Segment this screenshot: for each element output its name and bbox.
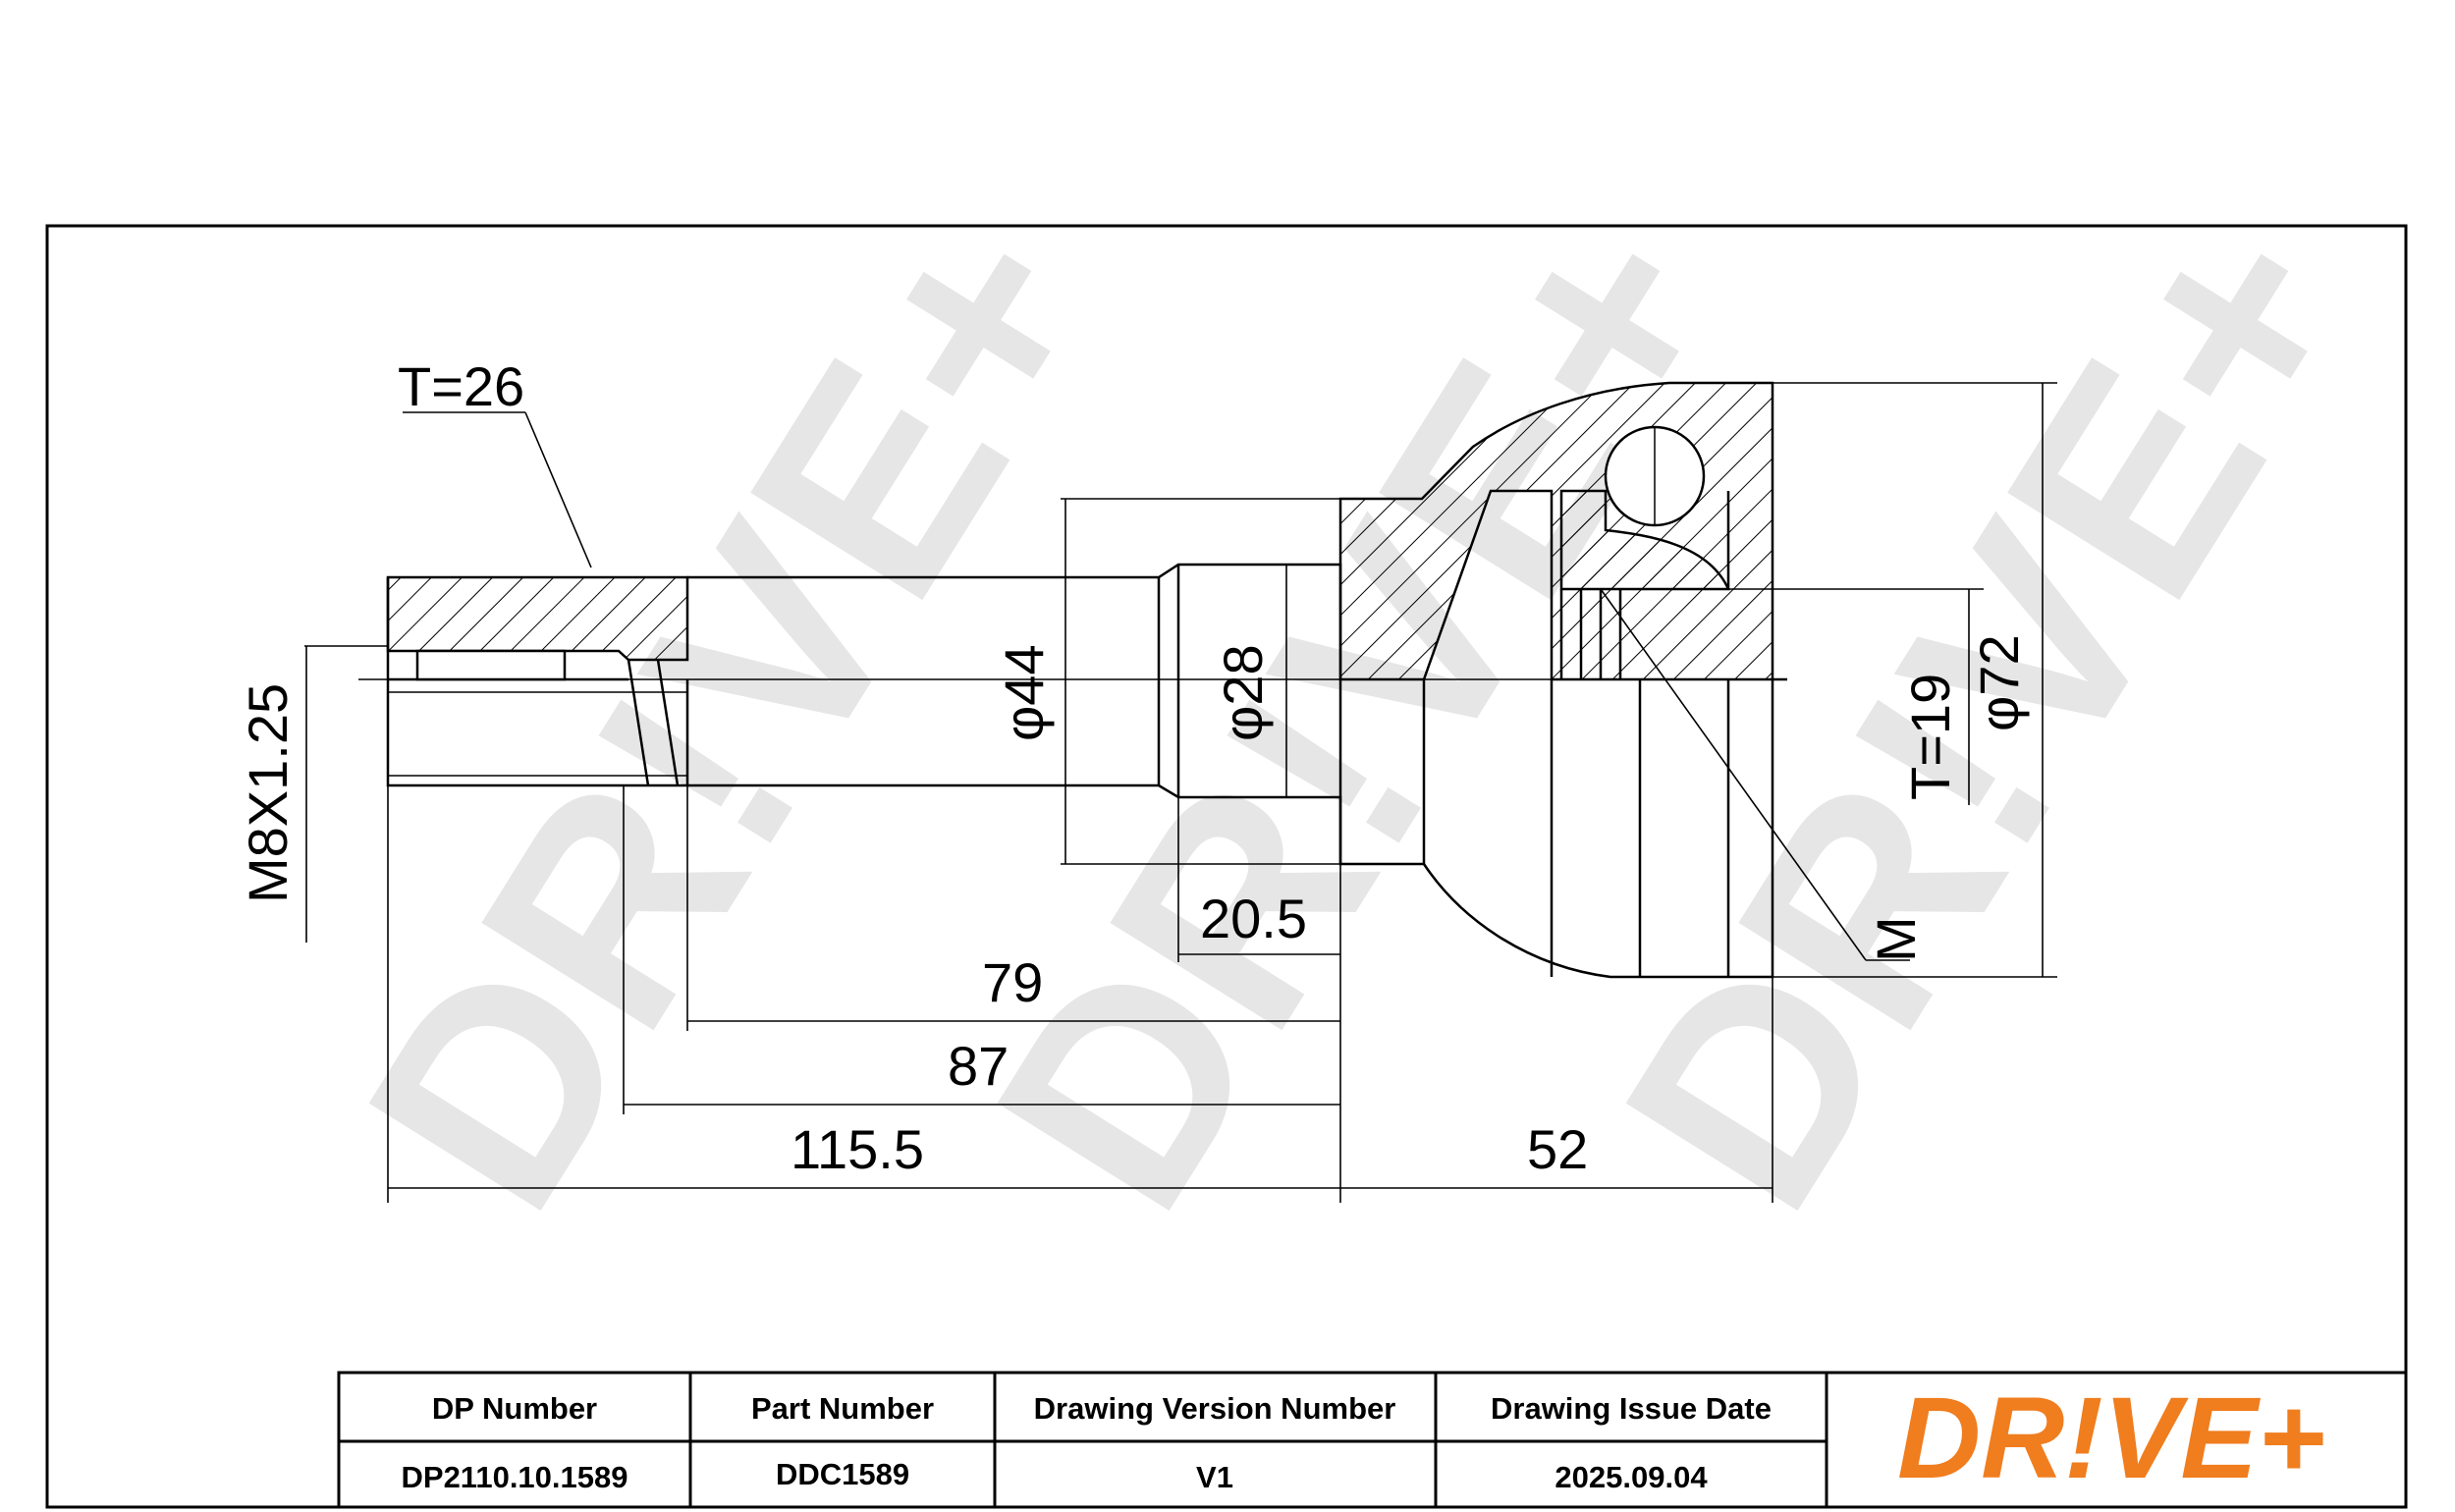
header-part-number: Part Number (751, 1391, 934, 1426)
cv-joint-part (358, 381, 1787, 979)
dim-52: 52 (1527, 1118, 1588, 1180)
dim-diameter-28: φ28 (1212, 644, 1274, 741)
watermark-group: DR!VE+ DR!VE+ DR!VE+ (303, 163, 2417, 1261)
dim-79: 79 (982, 951, 1043, 1013)
value-dp-number: DP2110.10.1589 (402, 1460, 628, 1494)
thread-section (386, 575, 689, 662)
dim-87: 87 (948, 1035, 1009, 1097)
value-drawing-version: V1 (1196, 1460, 1233, 1494)
dim-20-5: 20.5 (1200, 888, 1307, 949)
value-issue-date: 2025.09.04 (1555, 1460, 1708, 1494)
dim-diameter-72: φ72 (1968, 634, 2030, 731)
title-block (337, 1371, 2408, 1509)
header-dp-number: DP Number (432, 1391, 597, 1426)
header-issue-date: Drawing Issue Date (1491, 1391, 1772, 1426)
dim-teeth: T=19 (1899, 674, 1961, 800)
drive-logo: DR!VE+ (1897, 1374, 2325, 1503)
dim-label-m: M (1865, 916, 1927, 962)
value-part-number: DDC1589 (776, 1457, 909, 1491)
header-drawing-version: Drawing Version Number (1034, 1391, 1396, 1426)
dim-diameter-44: φ44 (993, 644, 1055, 741)
dimension-lines (304, 382, 2057, 1203)
dim-thread: M8X1.25 (237, 683, 299, 903)
dim-115-5: 115.5 (791, 1118, 924, 1180)
dim-thread-length: T=26 (398, 355, 524, 417)
